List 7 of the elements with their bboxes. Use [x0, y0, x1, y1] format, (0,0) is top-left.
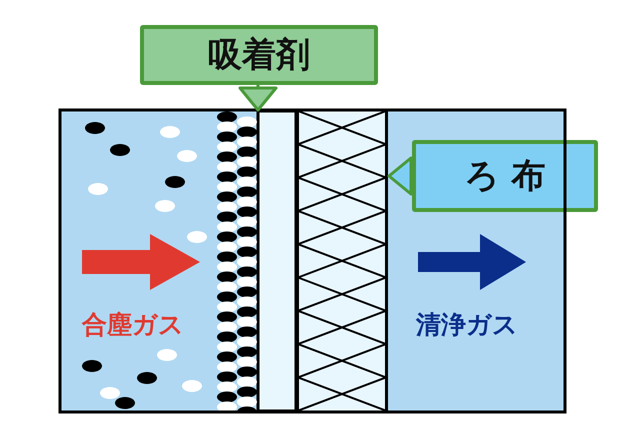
callout-box: 吸着剤 — [140, 25, 378, 85]
gas-label: 清浄ガス — [416, 309, 518, 341]
gas-label: 合塵ガス — [82, 309, 184, 341]
callout-arrow — [238, 85, 278, 112]
adsorbent-layer-drawing — [215, 111, 296, 411]
callout-arrow — [388, 156, 412, 196]
callout-box: ろ 布 — [412, 140, 598, 212]
